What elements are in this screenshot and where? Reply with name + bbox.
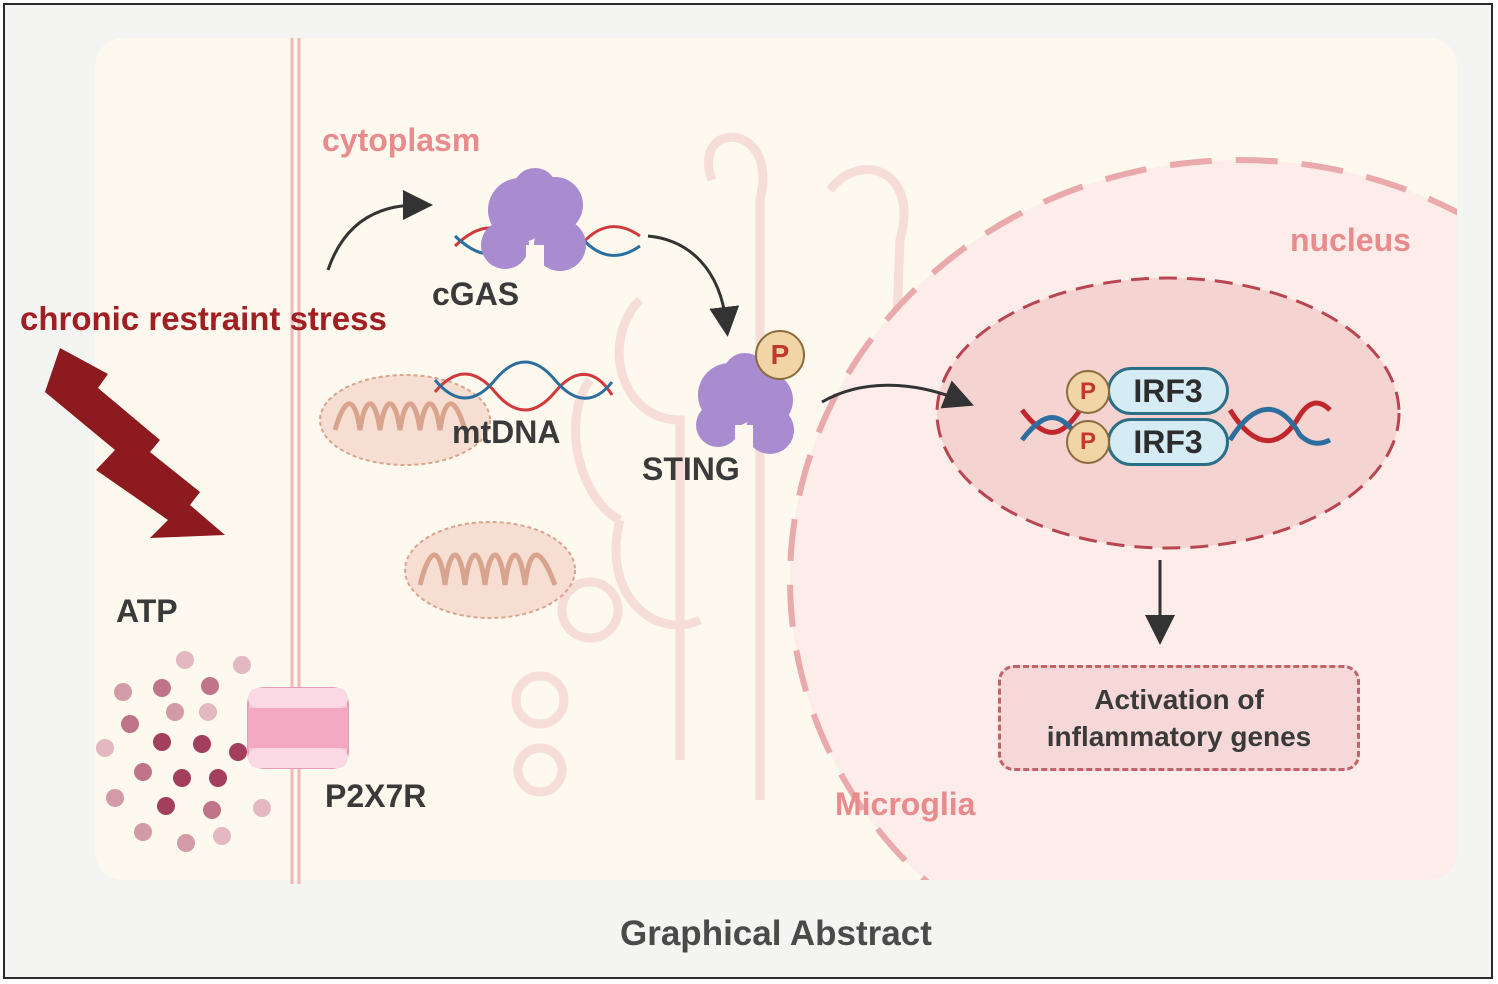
irf3-top-phospho-badge: P bbox=[1066, 370, 1110, 414]
p2x7r-channel bbox=[247, 687, 349, 769]
sting-label: STING bbox=[642, 451, 740, 487]
atp-label: ATP bbox=[116, 593, 178, 629]
sting-phospho-badge: P bbox=[755, 330, 805, 380]
irf3-top: IRF3 bbox=[1107, 367, 1229, 415]
arrow-stress-to-cgas bbox=[326, 190, 433, 271]
golgi-background bbox=[511, 132, 909, 800]
arrow-sting-to-irf3 bbox=[821, 380, 974, 409]
mitochondrion-upper bbox=[319, 374, 491, 466]
mtdna-label: mtDNA bbox=[452, 414, 561, 450]
irf3-bottom: IRF3 bbox=[1107, 418, 1229, 466]
atp-molecules bbox=[96, 651, 271, 852]
mtdna-strand bbox=[433, 360, 614, 412]
mitochondrion-lower bbox=[404, 521, 576, 619]
figure-caption: Graphical Abstract bbox=[620, 914, 932, 953]
genes-line-2: inflammatory genes bbox=[1046, 721, 1312, 752]
nucleus-label: nucleus bbox=[1290, 222, 1411, 258]
cgas-protein bbox=[481, 168, 586, 271]
cytoplasm-label: cytoplasm bbox=[322, 122, 481, 158]
inflammatory-genes-box: Activation of inflammatory genes bbox=[998, 665, 1360, 771]
cgas-label: cGAS bbox=[432, 276, 520, 312]
stress-label: chronic restraint stress bbox=[20, 300, 387, 337]
microglia-label: Microglia bbox=[835, 786, 976, 822]
irf3-bottom-phospho-badge: P bbox=[1066, 420, 1110, 464]
lightning-bolt-icon bbox=[45, 348, 225, 538]
nuclear-dna bbox=[1020, 400, 1332, 446]
genes-line-1: Activation of bbox=[1094, 684, 1264, 715]
p2x7r-label: P2X7R bbox=[325, 778, 427, 814]
arrow-cgas-to-sting bbox=[647, 234, 740, 337]
